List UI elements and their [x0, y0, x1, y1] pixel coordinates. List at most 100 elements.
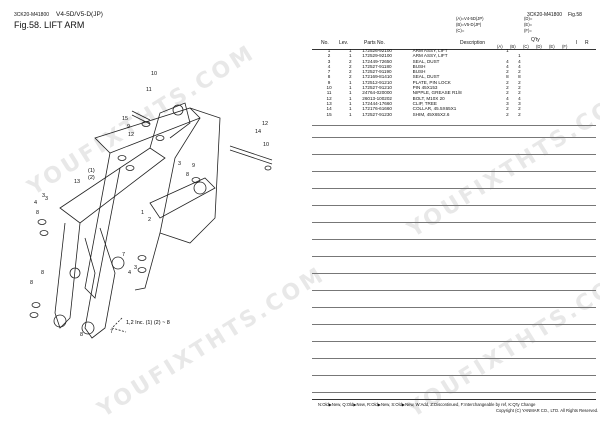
- cell-qty-a: 2: [506, 69, 509, 75]
- cell-parts-no: 172444-17660: [362, 100, 392, 106]
- cell-qty-a: 2: [506, 79, 509, 85]
- cell-qty-b: 2: [518, 85, 521, 91]
- footer-legend: N:Old▶New, Q:Old▶New, R:Old▶New, S:Old▶N…: [318, 402, 536, 407]
- callout-label: 3: [45, 196, 48, 202]
- ruled-line: [312, 375, 596, 376]
- ruled-line: [312, 239, 596, 240]
- cell-qty-c: [525, 112, 537, 117]
- callout-label: 14: [255, 129, 261, 135]
- callout-label: 1: [141, 210, 144, 216]
- cell-parts-no: 172527-91210: [362, 85, 392, 91]
- ruled-line: [312, 137, 596, 138]
- cell-no: 11: [326, 90, 332, 96]
- cell-lev: 1: [348, 48, 352, 53]
- cell-qty-d: [538, 112, 550, 117]
- col-header-qty-c: (C): [523, 44, 529, 49]
- cell-description: ARM ASSY, LIFT: [412, 48, 448, 53]
- cell-description: PLATE, PIN LOCK: [412, 79, 451, 85]
- cell-qty-b: 3: [518, 100, 521, 106]
- ruled-line: [312, 273, 596, 274]
- col-header-parts-no: Parts No.: [364, 40, 385, 46]
- callout-label: 3: [134, 265, 137, 271]
- cell-parts-no: 172526-92100: [362, 48, 392, 53]
- footer-rule: [312, 399, 596, 400]
- cell-qty-a: 2: [506, 90, 509, 96]
- variant-e: (E)=: [524, 22, 533, 27]
- cell-lev: 1: [348, 90, 352, 96]
- ruled-line: [312, 341, 596, 342]
- footer-copyright: Copyright (C) YANMAR CO., LTD. All Right…: [496, 408, 599, 413]
- ruled-line: [312, 256, 596, 257]
- callout-label: 15: [122, 116, 128, 122]
- ruled-line: [312, 171, 596, 172]
- page-title: Fig.58. LIFT ARM: [14, 20, 85, 30]
- cell-parts-no: 172527-91180: [362, 63, 392, 69]
- callout-label: 8: [30, 280, 33, 286]
- cell-lev: 2: [348, 58, 352, 64]
- callout-label: 11: [146, 87, 152, 93]
- cell-lev: 1: [348, 95, 352, 101]
- callout-label: 10: [263, 142, 269, 148]
- variant-b: (B)=V5-D(JP): [456, 22, 482, 27]
- callout-label: 13: [74, 179, 80, 185]
- cell-no: 1: [327, 48, 331, 53]
- ruled-line: [312, 205, 596, 206]
- col-header-r: R: [585, 40, 589, 46]
- cell-parts-no: 172529-92100: [362, 53, 392, 59]
- cell-qty-b: 4: [518, 95, 521, 101]
- cell-description: CLIP, TREE: [412, 100, 437, 106]
- callout-label: 8: [36, 210, 39, 216]
- col-header-qty: Q'ty: [531, 37, 540, 43]
- cell-i: [574, 112, 584, 117]
- callout-label: 7: [110, 329, 113, 335]
- cell-parts-no: 24764-020000: [362, 90, 392, 96]
- cell-qty-a: 2: [506, 106, 509, 112]
- fig-number-right: Fig.58: [568, 12, 582, 18]
- callout-label: 3: [178, 161, 181, 167]
- callout-label: 9: [192, 163, 195, 169]
- table-row: 1 1 172526-92100 ARM ASSY, LIFT 1: [318, 48, 594, 53]
- col-header-i: I: [576, 40, 578, 46]
- col-header-qty-f: (F): [562, 44, 568, 49]
- cell-lev: 2: [348, 63, 352, 69]
- callout-label: 7: [122, 252, 125, 258]
- cell-lev: 2: [348, 74, 352, 80]
- cell-no: 2: [327, 53, 331, 59]
- cell-qty-a: 4: [506, 63, 509, 69]
- col-header-qty-d: (D): [536, 44, 542, 49]
- cell-qty-e: [550, 112, 562, 117]
- assembly-note: 1,2 Inc. (1) (2) ~ 8: [126, 320, 170, 326]
- col-header-qty-e: (E): [549, 44, 555, 49]
- cell-lev: 2: [348, 69, 352, 75]
- callout-label: 9: [127, 124, 130, 130]
- ruled-line: [312, 222, 596, 223]
- cell-description: BUSH: [412, 69, 426, 75]
- cell-no: 10: [326, 85, 332, 91]
- cell-description: SHIM, 45X65X2.6: [412, 111, 450, 117]
- cell-description: BUSH: [412, 63, 426, 69]
- cell-lev: 1: [348, 106, 352, 112]
- cell-qty-b: 2: [518, 106, 521, 112]
- cell-no: 7: [327, 69, 331, 75]
- variant-f: (F)=: [524, 28, 532, 33]
- cell-qty-a: 4: [506, 95, 509, 101]
- cell-description: COLLAR, 45.5X65X1: [412, 106, 457, 112]
- cell-parts-no: 172176-61660: [362, 106, 392, 112]
- cell-r: [584, 112, 594, 117]
- cell-no: 13: [326, 100, 332, 106]
- col-header-lev: Lev.: [339, 40, 349, 46]
- cell-no: 15: [326, 111, 332, 117]
- ruled-line: [312, 392, 596, 393]
- cell-qty-a: 1: [506, 48, 509, 53]
- cell-lev: 1: [348, 79, 352, 85]
- variant-a: (A)=V4-5D(JP): [456, 16, 484, 21]
- cell-lev: 1: [348, 53, 352, 59]
- ruled-line: [312, 154, 596, 155]
